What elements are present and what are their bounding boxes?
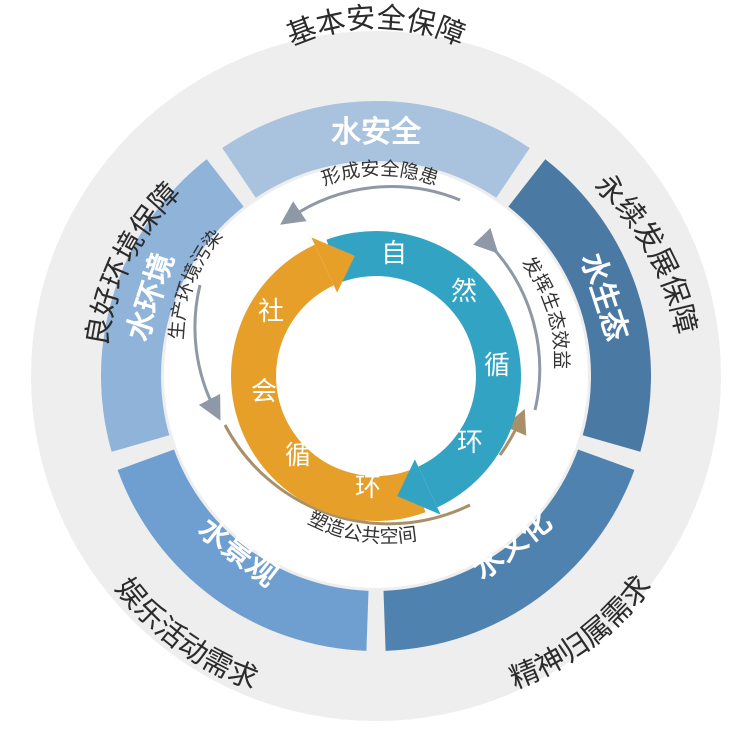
- natural-cycle-arc: [326, 230, 522, 508]
- segment-water-culture: [383, 449, 635, 651]
- segment-ring: [100, 100, 652, 651]
- arrow-environment-pollution: [193, 284, 221, 421]
- social-cycle-char-2: 会: [251, 377, 277, 407]
- social-cycle-char-3: 循: [285, 441, 311, 471]
- natural-cycle-char-2: 然: [451, 277, 477, 307]
- arrow-safety-hazard: [280, 185, 461, 225]
- segment-label-water-safety: 水安全: [331, 115, 422, 150]
- social-cycle-arrowhead: [311, 237, 355, 293]
- segment-water-safety: [222, 100, 530, 198]
- arrow-public-space-head: [498, 408, 527, 456]
- arrow-public-space: [223, 424, 471, 526]
- social-cycle-char-1: 社: [258, 297, 284, 327]
- natural-cycle-arrowhead: [397, 459, 441, 515]
- natural-cycle-char-3: 循: [484, 351, 510, 381]
- segment-water-landscape: [117, 449, 369, 651]
- segment-water-ecology: [508, 159, 652, 452]
- social-cycle-char-4: 环: [355, 473, 381, 503]
- cycle-group: [230, 230, 522, 522]
- social-cycle-arc: [230, 244, 426, 522]
- natural-cycle-char-4: 环: [457, 428, 483, 458]
- natural-cycle-char-1: 自: [381, 239, 407, 269]
- arrow-ecological-benefit: [473, 228, 542, 411]
- segment-water-environment: [100, 159, 244, 452]
